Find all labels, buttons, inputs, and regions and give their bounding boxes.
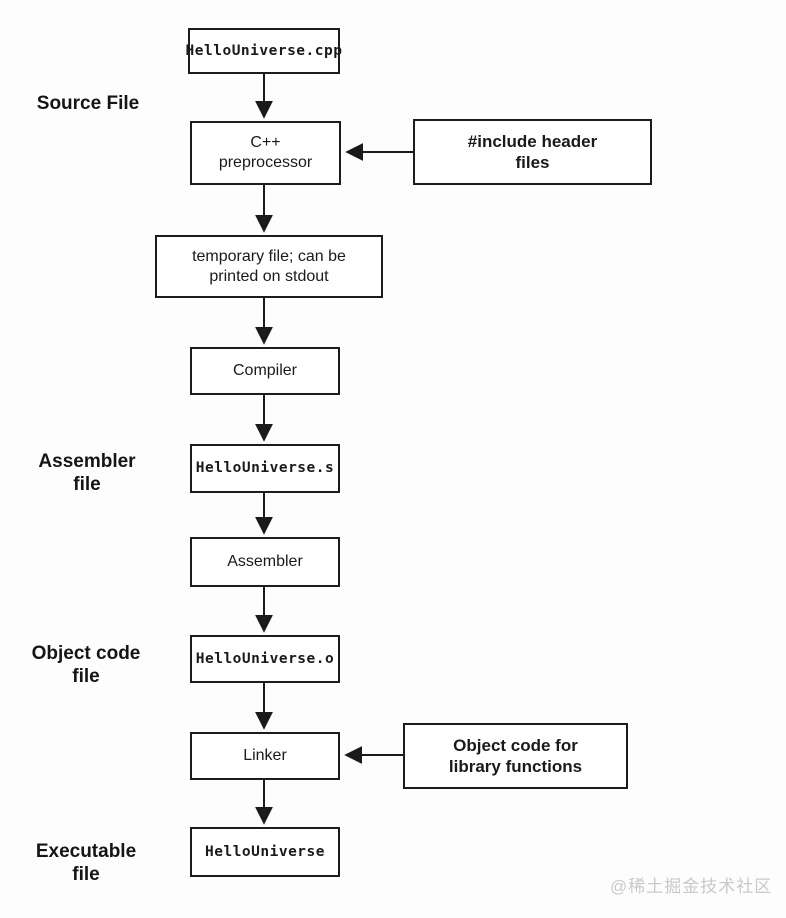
- node-temporary-file: temporary file; can be printed on stdout: [155, 235, 383, 298]
- node-linker: Linker: [190, 732, 340, 780]
- node-hellouniverse-o: HelloUniverse.o: [190, 635, 340, 683]
- watermark-text: @稀土掘金技术社区: [610, 877, 773, 896]
- node-hellouniverse-s: HelloUniverse.s: [190, 444, 340, 493]
- label-object-code-file: Object code file: [31, 643, 141, 688]
- node-library-object-code: Object code for library functions: [403, 723, 628, 789]
- label-source-file: Source File: [36, 93, 140, 114]
- label-executable-file: Executable file: [35, 841, 137, 886]
- node-cpp-preprocessor: C++ preprocessor: [190, 121, 341, 185]
- node-compiler: Compiler: [190, 347, 340, 395]
- label-assembler-file: Assembler file: [38, 451, 136, 496]
- node-include-header-files: #include header files: [413, 119, 652, 185]
- node-hellouniverse-cpp: HelloUniverse.cpp: [186, 28, 342, 74]
- node-hellouniverse-executable: HelloUniverse: [190, 827, 340, 877]
- node-assembler: Assembler: [190, 537, 340, 587]
